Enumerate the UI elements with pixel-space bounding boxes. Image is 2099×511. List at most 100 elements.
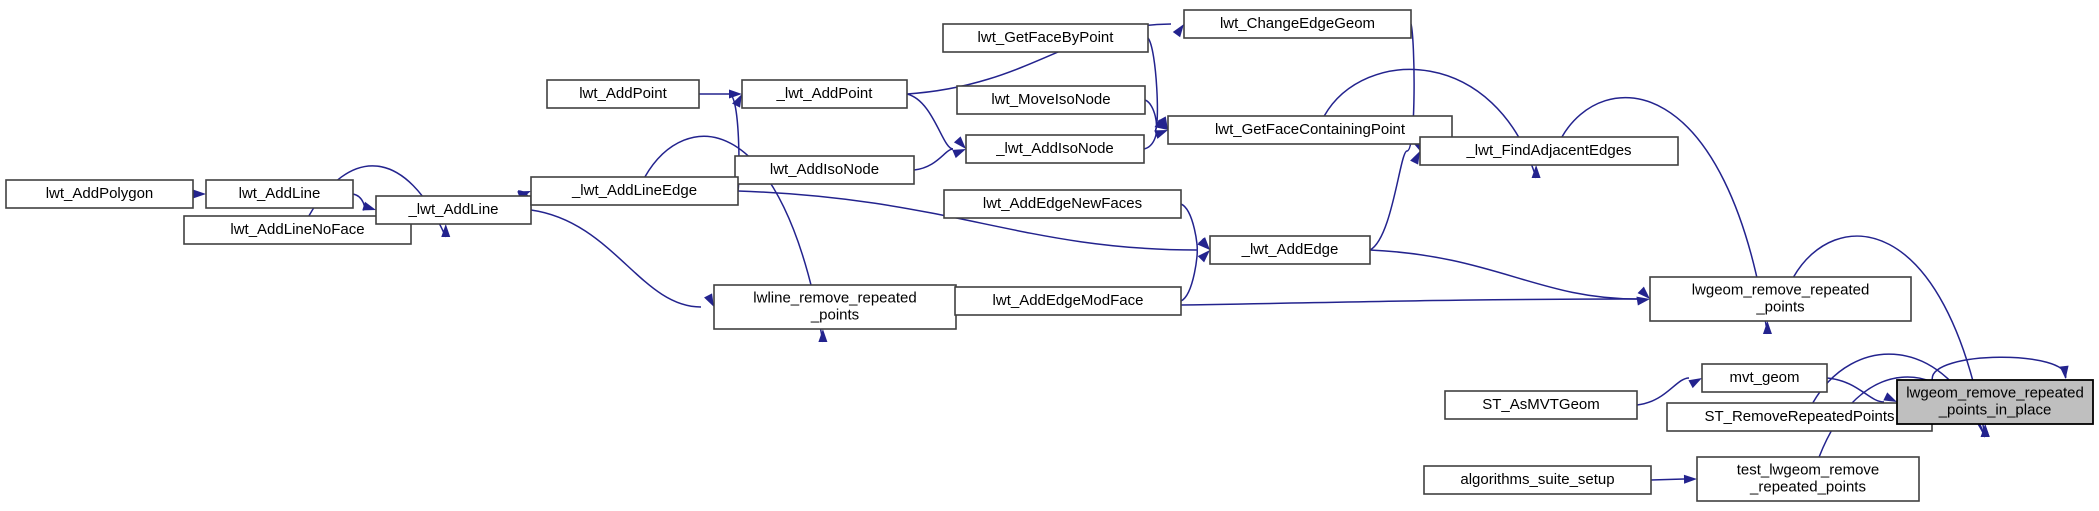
edge-line	[1180, 203, 1198, 251]
node-label: lwt_AddEdgeModFace	[993, 292, 1144, 309]
graph-node-_lwt_AddPoint[interactable]: _lwt_AddPoint_lwt_AddPoint	[741, 79, 908, 109]
node-box[interactable]	[5, 179, 194, 209]
node-box[interactable]	[1701, 363, 1828, 393]
graph-edge[interactable]	[906, 93, 966, 150]
edge-arrowhead	[1157, 116, 1168, 130]
node-box[interactable]	[1209, 235, 1371, 265]
edge-arrowhead	[441, 224, 451, 237]
node-box[interactable]	[713, 284, 957, 330]
graph-edge[interactable]	[352, 193, 376, 211]
node-box[interactable]	[1896, 379, 2094, 425]
node-box[interactable]	[1444, 390, 1638, 420]
graph-edge[interactable]	[1144, 99, 1168, 131]
graph-node-lwgeom_remove_repeated_points_in_place[interactable]: lwgeom_remove_repeated_points_in_placelw…	[1896, 379, 2094, 425]
graph-node-_lwt_AddEdge[interactable]: _lwt_AddEdge_lwt_AddEdge	[1209, 235, 1371, 265]
node-box[interactable]	[1419, 136, 1679, 166]
node-label: lwline_remove_repeated	[753, 289, 916, 306]
graph-node-_lwt_AddLineEdge[interactable]: _lwt_AddLineEdge_lwt_AddLineEdge	[530, 176, 739, 206]
node-label: lwt_ChangeEdgeGeom	[1220, 15, 1375, 32]
edge-arrowhead	[704, 293, 714, 307]
graph-node-lwt_AddLineNoFace[interactable]: lwt_AddLineNoFacelwt_AddLineNoFace	[183, 215, 412, 245]
graph-edge[interactable]	[1180, 203, 1210, 251]
graph-edge[interactable]	[1369, 150, 1420, 251]
node-box[interactable]	[375, 195, 532, 225]
node-box[interactable]	[741, 79, 908, 109]
node-label: ST_RemoveRepeatedPoints	[1704, 408, 1894, 425]
graph-node-ST_RemoveRepeatedPoints[interactable]: ST_RemoveRepeatedPointsST_RemoveRepeated…	[1666, 402, 1933, 432]
edge-arrowhead	[1688, 378, 1702, 389]
graph-node-_lwt_AddIsoNode[interactable]: _lwt_AddIsoNode_lwt_AddIsoNode	[965, 134, 1145, 164]
node-label: _lwt_FindAdjacentEdges	[1465, 142, 1631, 159]
edge-line	[1323, 68, 1537, 179]
graph-edge[interactable]	[1147, 37, 1168, 131]
node-box[interactable]	[1696, 456, 1920, 502]
graph-node-_lwt_AddLine[interactable]: _lwt_AddLine_lwt_AddLine	[375, 195, 532, 225]
node-label: algorithms_suite_setup	[1460, 471, 1614, 488]
graph-edge[interactable]	[1650, 474, 1697, 484]
graph-edge[interactable]	[1931, 356, 2069, 381]
node-box[interactable]	[1423, 465, 1652, 495]
edge-line	[352, 193, 366, 211]
node-box[interactable]	[205, 179, 354, 209]
node-label: lwt_AddPoint	[579, 85, 667, 102]
graph-edge[interactable]	[644, 135, 828, 343]
graph-node-_lwt_FindAdjacentEdges[interactable]: _lwt_FindAdjacentEdges_lwt_FindAdjacentE…	[1419, 136, 1679, 166]
graph-edge[interactable]	[1561, 97, 1772, 335]
node-box[interactable]	[734, 155, 915, 185]
node-label: mvt_geom	[1729, 369, 1799, 386]
edge-line	[644, 135, 824, 343]
graph-edge[interactable]	[1369, 249, 1650, 300]
node-box[interactable]	[1666, 402, 1933, 432]
node-label: _lwt_AddLineEdge	[571, 182, 697, 199]
graph-node-ST_AsMVTGeom[interactable]: ST_AsMVTGeomST_AsMVTGeom	[1444, 390, 1638, 420]
graph-node-lwt_MoveIsoNode[interactable]: lwt_MoveIsoNodelwt_MoveIsoNode	[956, 85, 1146, 115]
node-label: _lwt_AddPoint	[776, 85, 874, 102]
node-box[interactable]	[942, 23, 1149, 53]
graph-node-lwline_remove_repeated_points[interactable]: lwline_remove_repeated_pointslwline_remo…	[713, 284, 957, 330]
graph-node-lwgeom_remove_repeated_points[interactable]: lwgeom_remove_repeated_pointslwgeom_remo…	[1649, 276, 1912, 322]
edge-arrowhead	[818, 329, 828, 342]
node-label: lwgeom_remove_repeated	[1906, 384, 2084, 401]
edge-arrowhead	[1531, 165, 1541, 178]
graph-node-algorithms_suite_setup[interactable]: algorithms_suite_setupalgorithms_suite_s…	[1423, 465, 1652, 495]
node-label: lwt_GetFaceContainingPoint	[1215, 121, 1406, 138]
graph-edge[interactable]	[193, 189, 206, 199]
node-label: lwt_MoveIsoNode	[991, 91, 1110, 108]
node-box[interactable]	[954, 286, 1182, 316]
edge-arrowhead	[952, 149, 966, 159]
edge-line	[737, 190, 1198, 251]
graph-edge[interactable]	[530, 209, 714, 308]
graph-node-lwt_ChangeEdgeGeom[interactable]: lwt_ChangeEdgeGeomlwt_ChangeEdgeGeom	[1183, 9, 1412, 39]
node-box[interactable]	[943, 189, 1182, 219]
node-box[interactable]	[1649, 276, 1912, 322]
node-box[interactable]	[530, 176, 739, 206]
node-label: lwt_AddLine	[239, 185, 321, 202]
node-box[interactable]	[546, 79, 700, 109]
graph-edge[interactable]	[913, 148, 966, 171]
graph-edge[interactable]	[1636, 377, 1702, 406]
graph-edge[interactable]	[699, 89, 742, 99]
graph-node-lwt_GetFaceContainingPoint[interactable]: lwt_GetFaceContainingPointlwt_GetFaceCon…	[1167, 115, 1453, 145]
node-box[interactable]	[956, 85, 1146, 115]
graph-edge[interactable]	[1180, 249, 1210, 302]
node-box[interactable]	[965, 134, 1145, 164]
node-label: _points	[1755, 298, 1804, 315]
node-label: lwgeom_remove_repeated	[1692, 281, 1870, 298]
graph-edge[interactable]	[1323, 68, 1541, 179]
node-box[interactable]	[1167, 115, 1453, 145]
graph-edge[interactable]	[1143, 129, 1168, 150]
node-label: _points	[810, 306, 859, 323]
graph-node-test_lwgeom_remove_repeated_points[interactable]: test_lwgeom_remove_repeated_pointstest_l…	[1696, 456, 1920, 502]
node-box[interactable]	[183, 215, 412, 245]
graph-node-mvt_geom[interactable]: mvt_geommvt_geom	[1701, 363, 1828, 393]
graph-edge[interactable]	[1826, 377, 1897, 403]
node-box[interactable]	[1183, 9, 1412, 39]
